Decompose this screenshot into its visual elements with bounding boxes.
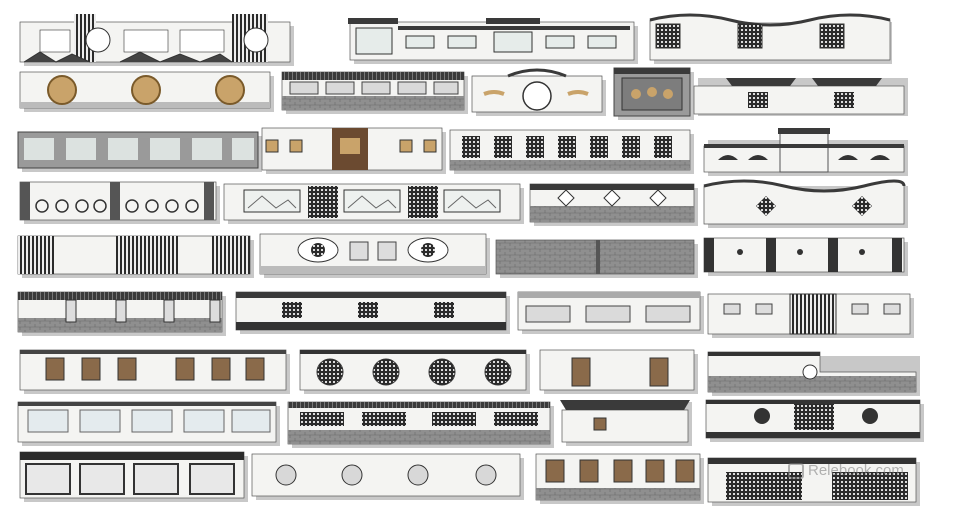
wall-pavilion-small bbox=[560, 400, 692, 446]
wall-square-pillar-relief bbox=[261, 127, 446, 174]
wall-framed-landscape-panels bbox=[17, 131, 262, 172]
wall-gate-with-pillars bbox=[707, 293, 914, 338]
wall-fan-windows bbox=[703, 128, 908, 176]
wall-lattice-windows bbox=[449, 129, 694, 174]
wall-pillar-segments bbox=[703, 237, 908, 276]
wall-tiled-lattice-brick bbox=[287, 401, 554, 448]
watermark: Relebook.com bbox=[788, 462, 904, 479]
wall-blue-landscape-tiles bbox=[17, 401, 280, 446]
wall-round-moon-windows bbox=[19, 71, 274, 112]
wall-diamond-windows bbox=[529, 183, 698, 226]
wall-round-carvings bbox=[259, 233, 490, 278]
wall-dark-frames bbox=[19, 451, 248, 502]
wall-column-panels bbox=[535, 453, 704, 504]
wall-moon-gate bbox=[471, 68, 606, 116]
wall-wavy-lattice bbox=[703, 179, 908, 228]
wall-three-lattice-tiled bbox=[235, 291, 510, 334]
watermark-logo-icon bbox=[788, 462, 804, 479]
wall-carved-balustrade bbox=[19, 181, 220, 224]
wall-brick-wall bbox=[495, 239, 698, 278]
wall-tiled-top-paintings bbox=[348, 18, 638, 64]
wall-stone-base-panels bbox=[281, 71, 468, 114]
watermark-text: Relebook.com bbox=[808, 462, 904, 479]
wall-placard-panels bbox=[19, 14, 294, 66]
wall-stepped-wall bbox=[707, 351, 920, 396]
wall-eaves-square-windows bbox=[693, 78, 908, 116]
wall-round-lattice bbox=[299, 349, 530, 394]
wall-stone-lanterns bbox=[17, 291, 226, 336]
wall-round-medallions-dark bbox=[705, 399, 924, 442]
wall-stone-panels bbox=[517, 291, 704, 334]
wall-medallion-squares bbox=[251, 453, 524, 500]
wall-wavy-top-windows bbox=[649, 13, 892, 64]
wall-slat-screens bbox=[17, 235, 254, 278]
wall-landscape-screens bbox=[223, 183, 524, 224]
wall-two-doors bbox=[539, 349, 698, 394]
wall-carved-relief-panel bbox=[613, 67, 694, 120]
wall-wood-panels bbox=[19, 349, 290, 394]
